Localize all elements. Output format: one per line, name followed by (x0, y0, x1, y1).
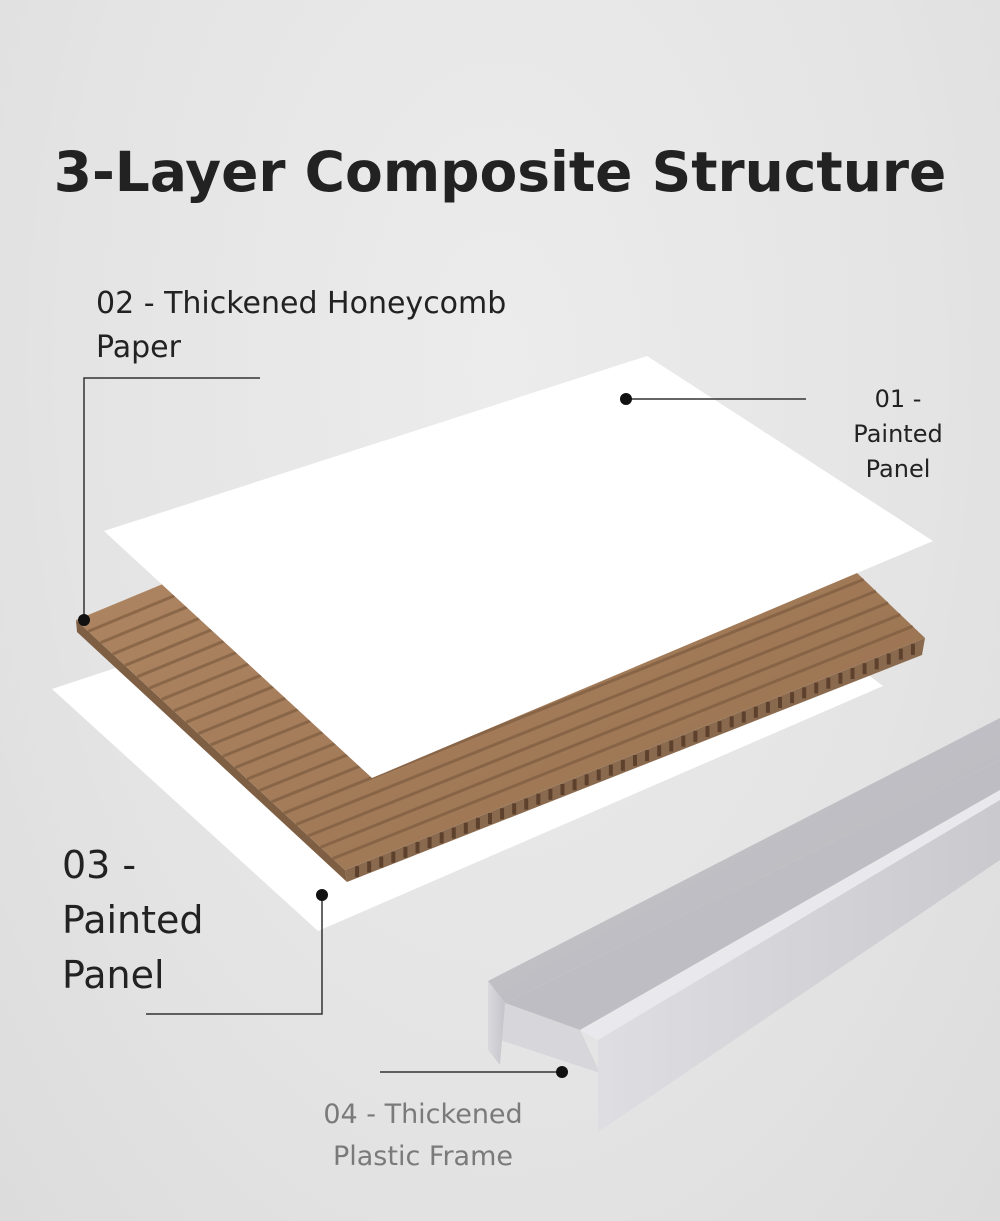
honeycomb-cells (355, 643, 915, 878)
frame-inner-wall (505, 760, 1000, 1030)
label-frame-line2: Plastic Frame (332, 1141, 514, 1172)
label-top-panel-line1: 01 - (874, 385, 922, 413)
leader-dots (78, 393, 632, 1078)
honeycomb-flute-line (307, 601, 889, 838)
top-painted-panel (104, 356, 933, 778)
honeycomb-flute-line (295, 589, 877, 826)
label-honeycomb-line1: 02 - Thickened Honeycomb (96, 286, 507, 321)
label-top-panel-line2: Painted (853, 420, 943, 448)
label-top-painted-panel: 01 - Painted Panel (820, 382, 976, 487)
label-honeycomb-line2: Paper (96, 330, 181, 365)
frame-front-wall (598, 800, 1000, 1132)
label-bottom-painted-panel: 03 - Painted Panel (62, 838, 204, 1003)
label-bottom-panel-line2: Painted (62, 898, 204, 942)
leader-dot-04 (556, 1066, 568, 1078)
leader-dot-03 (316, 889, 328, 901)
leader-line-02 (83, 377, 260, 620)
frame-left-wall (488, 981, 505, 1065)
leader-dot-01 (620, 393, 632, 405)
plastic-u-frame (488, 718, 1000, 1132)
label-bottom-panel-line3: Panel (62, 953, 165, 997)
frame-front-top (580, 790, 1000, 1040)
frame-back-wall (488, 718, 1000, 1003)
leader-dot-02 (78, 614, 90, 626)
page-title: 3-Layer Composite Structure (53, 140, 947, 204)
frame-floor (500, 1003, 600, 1073)
label-honeycomb-paper: 02 - Thickened Honeycomb Paper (96, 282, 506, 370)
label-frame-line1: 04 - Thickened (323, 1099, 523, 1130)
label-bottom-panel-line1: 03 - (62, 843, 137, 887)
honeycomb-flute-line (332, 624, 914, 861)
label-top-panel-line3: Panel (865, 455, 931, 483)
label-plastic-frame: 04 - Thickened Plastic Frame (300, 1094, 546, 1178)
honeycomb-flute-line (319, 613, 902, 849)
leader-lines (83, 377, 806, 1073)
honeycomb-left-edge (76, 620, 347, 882)
leader-line-03 (146, 895, 323, 1015)
